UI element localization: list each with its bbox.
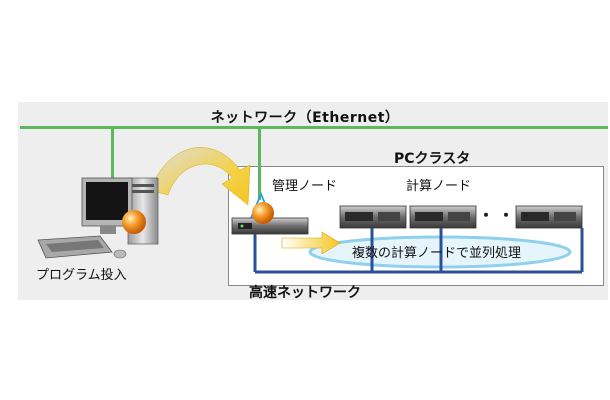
program-input-label: プログラム投入 <box>36 264 127 283</box>
program-transfer-arrow <box>150 147 250 205</box>
pc-mouse <box>114 250 126 258</box>
compute-node-label: 計算ノード <box>406 175 471 194</box>
more-nodes-ellipsis: ・・・ <box>478 202 538 226</box>
compute-server-2 <box>410 206 476 228</box>
management-program-ball <box>252 202 274 224</box>
pc-keyboard <box>38 236 112 258</box>
cluster-title: PCクラスタ <box>394 148 470 168</box>
parallel-processing-label: 複数の計算ノードで並列処理 <box>352 242 521 261</box>
management-node-label: 管理ノード <box>272 175 337 194</box>
fast-network-label: 高速ネットワーク <box>0 282 610 302</box>
pc-program-ball <box>122 210 146 234</box>
compute-server-1 <box>340 206 406 228</box>
